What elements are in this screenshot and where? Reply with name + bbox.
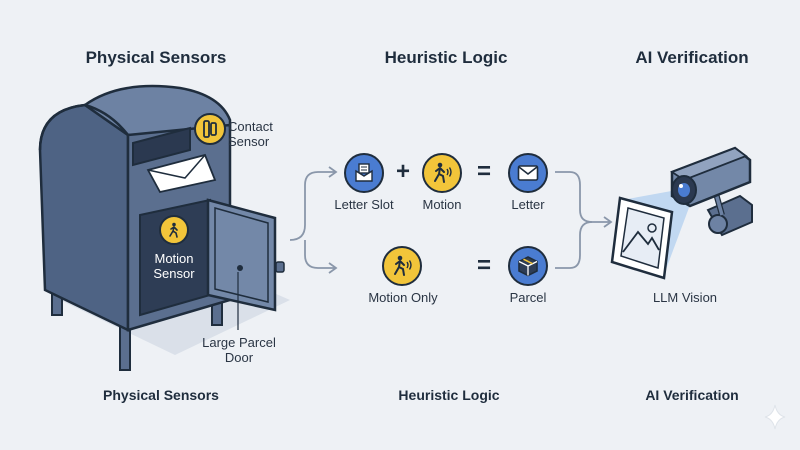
equals-operator-1: = xyxy=(476,158,491,185)
motion-only-icon xyxy=(382,246,422,286)
parcel-result-label: Parcel xyxy=(509,290,547,305)
motion-icon xyxy=(422,153,462,193)
camera-illustration xyxy=(610,146,753,280)
parcel-icon xyxy=(508,246,548,286)
heuristic-logic-title: Heuristic Logic xyxy=(384,48,508,67)
plus-operator: + xyxy=(395,158,410,185)
sparkle-icon xyxy=(764,404,786,430)
merge-arrows xyxy=(555,171,613,269)
heuristic-logic-footer: Heuristic Logic xyxy=(398,387,500,403)
motion-label: Motion xyxy=(422,197,462,212)
contact-sensor-label: Contact Sensor xyxy=(228,119,273,149)
letter-icon xyxy=(508,153,548,193)
letter-result-label: Letter xyxy=(511,197,545,212)
llm-vision-label: LLM Vision xyxy=(652,290,718,305)
split-arrows xyxy=(289,166,338,274)
ai-verification-footer: AI Verification xyxy=(645,387,739,403)
motion-only-label: Motion Only xyxy=(368,290,438,305)
physical-sensors-title: Physical Sensors xyxy=(85,48,227,67)
motion-sensor-icon xyxy=(159,215,189,245)
equals-operator-2: = xyxy=(476,252,491,279)
letter-slot-label: Letter Slot xyxy=(334,197,394,212)
physical-sensors-footer: Physical Sensors xyxy=(103,387,219,403)
ai-verification-title: AI Verification xyxy=(635,48,749,67)
letter-slot-icon xyxy=(344,153,384,193)
motion-sensor-label: Motion Sensor xyxy=(153,251,195,281)
contact-sensor-icon xyxy=(194,113,226,145)
parcel-door-label: Large Parcel Door xyxy=(202,335,276,365)
